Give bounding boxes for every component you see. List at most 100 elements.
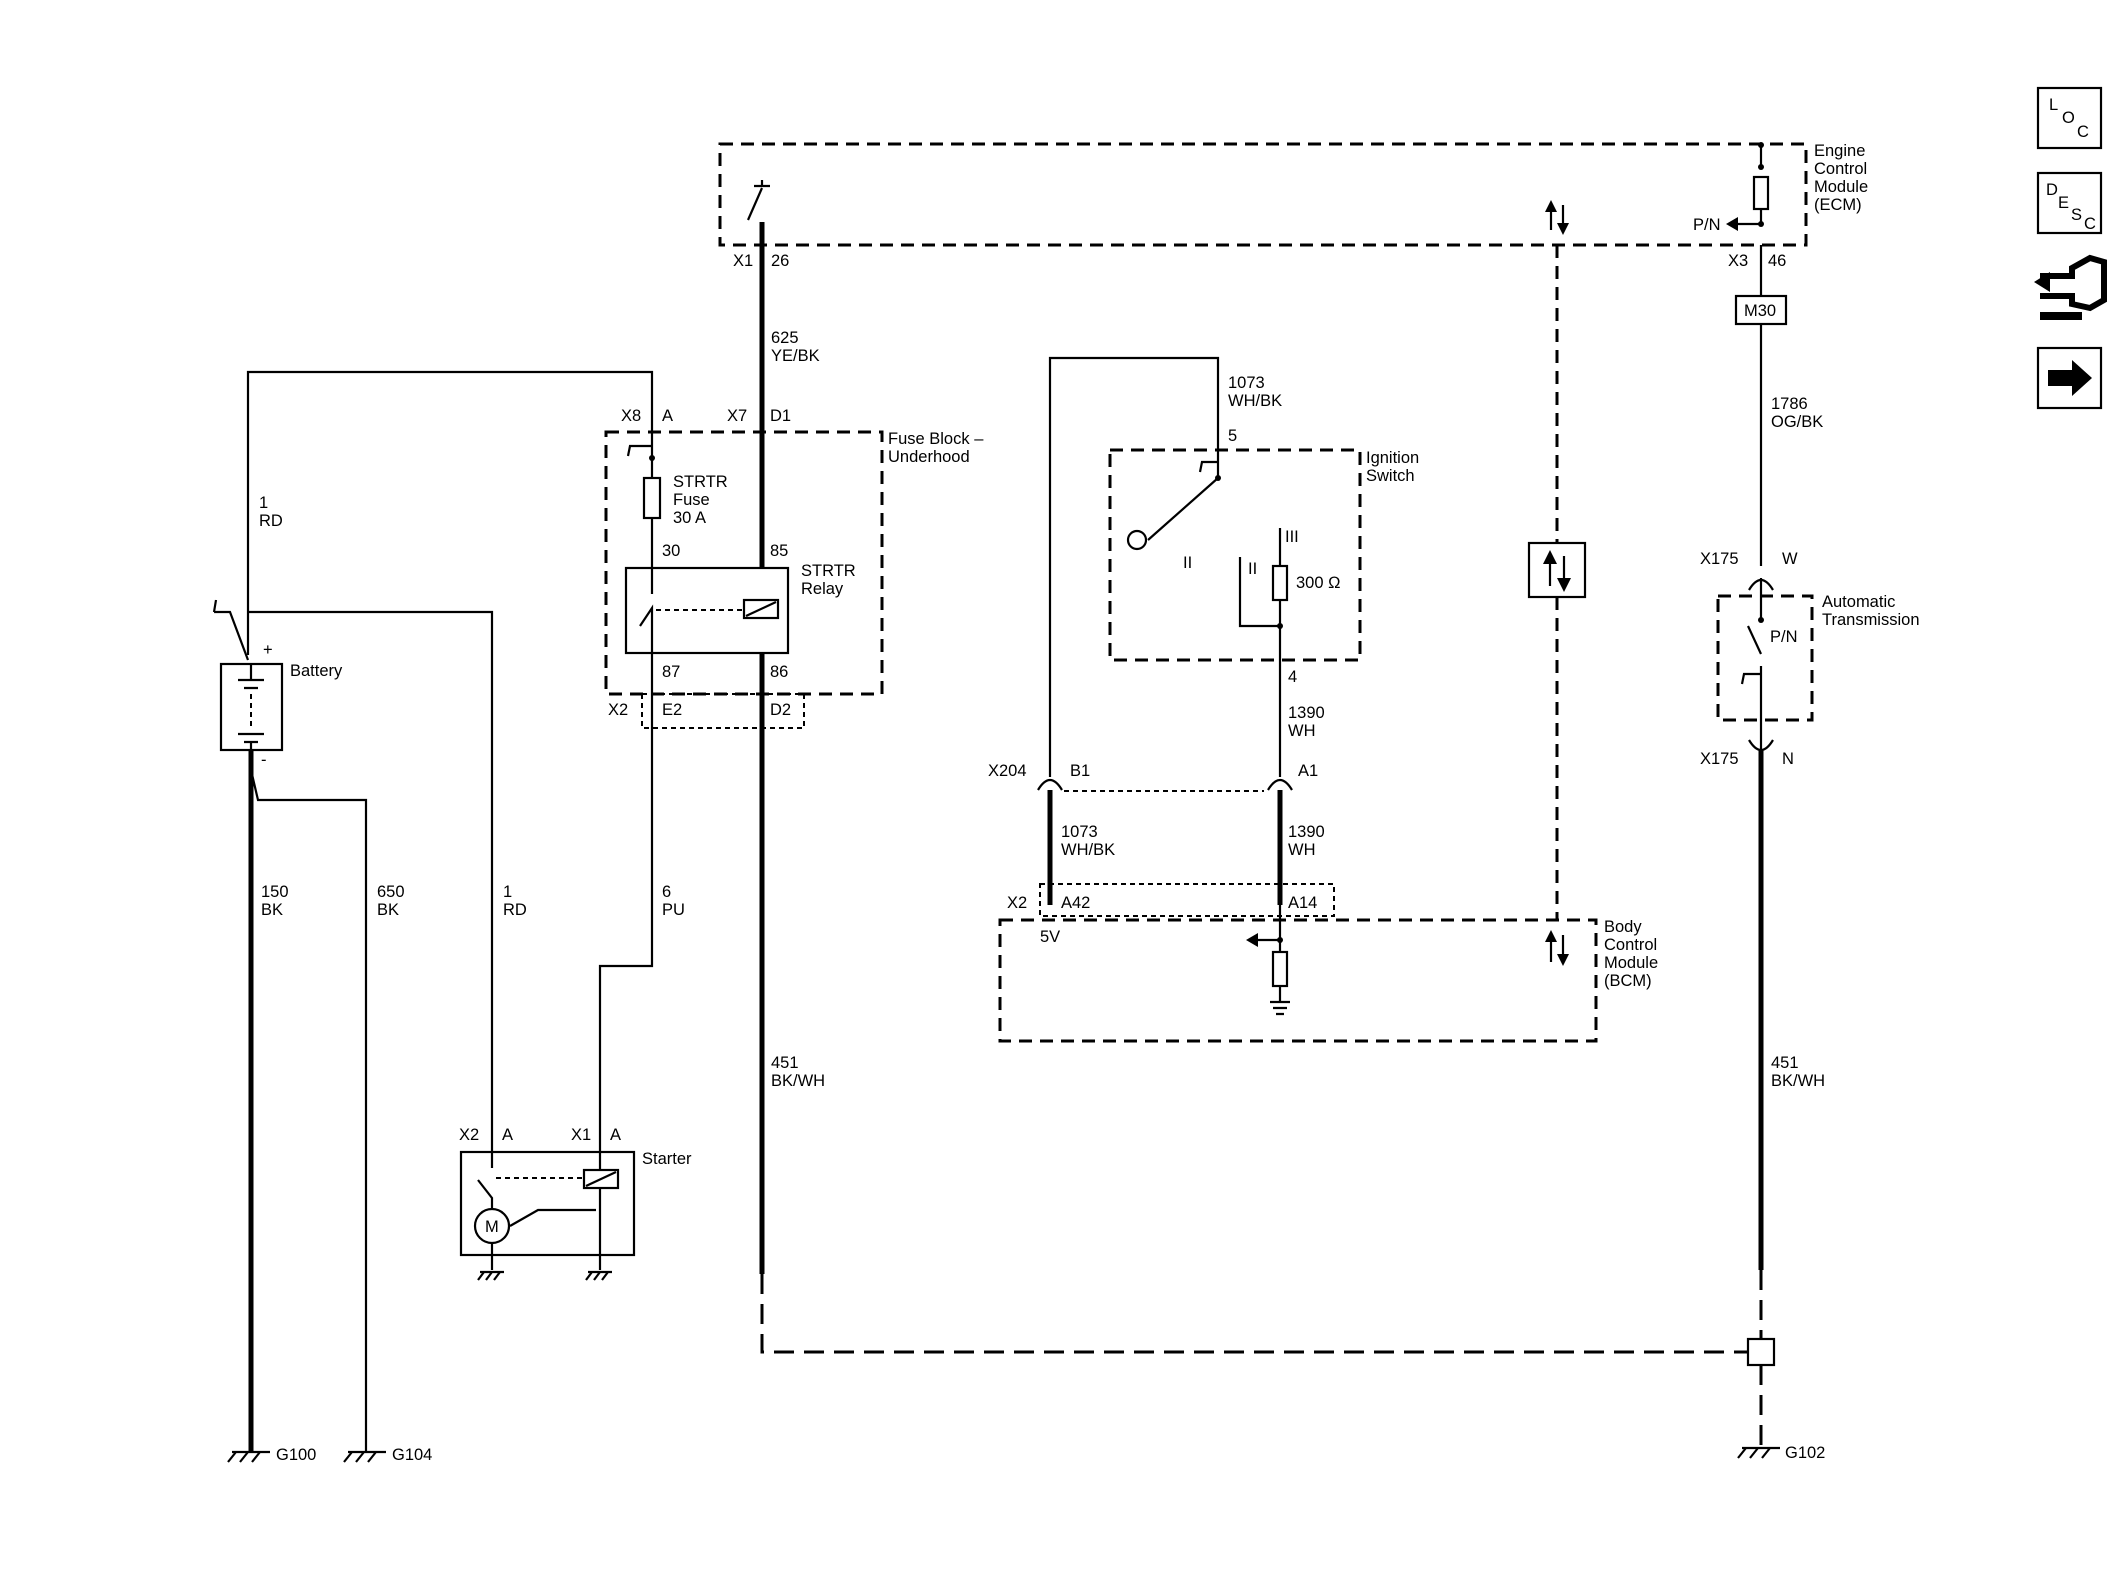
battery-positive-label: + — [263, 641, 273, 659]
fuse-block-x2: X2 — [608, 701, 628, 719]
wire-1786-color: OG/BK — [1771, 413, 1823, 431]
wire-1073-top-color: WH/BK — [1228, 392, 1282, 410]
next-page-arrow-icon — [2048, 360, 2092, 396]
fuse-block-label-line2: Underhood — [888, 448, 970, 466]
wire-451-left-color: BK/WH — [771, 1072, 825, 1090]
x175-bottom-label: X175 — [1700, 750, 1739, 768]
wire-1073-top-number: 1073 — [1228, 374, 1265, 392]
loc-button[interactable]: L O C — [2036, 86, 2103, 150]
starter-motor-label: M — [485, 1218, 499, 1236]
bcm-label-line1: Body — [1604, 918, 1642, 936]
ground-splice-link — [760, 1274, 1748, 1354]
ground-g104: G104 — [392, 1446, 432, 1464]
ecm-label-line1: Engine — [1814, 142, 1865, 160]
next-page-button[interactable] — [2036, 346, 2103, 410]
fuse-pin-30: 30 — [662, 542, 680, 560]
ignition-pin-5: 5 — [1228, 427, 1237, 445]
fuse-block-connector-x2 — [641, 693, 805, 729]
wire-650-color: BK — [377, 901, 399, 919]
wire-1073-top — [1048, 356, 1220, 777]
bcm-label-line2: Control — [1604, 936, 1657, 954]
ground-g100: G100 — [276, 1446, 316, 1464]
wire-1786-number: 1786 — [1771, 395, 1808, 413]
wire-6-number: 6 — [662, 883, 671, 901]
ignition-resistor-value: 300 Ω — [1296, 574, 1340, 592]
ignition-switch-pivot — [1126, 529, 1148, 551]
x204-label: X204 — [988, 762, 1027, 780]
wire-1390-bottom-color: WH — [1288, 841, 1316, 859]
wire-6-pu — [598, 653, 654, 1142]
loc-letter-o: O — [2062, 109, 2075, 127]
wire-650-bk — [249, 769, 368, 1452]
ecm-module: Engine Control Module (ECM) P/N — [718, 142, 1868, 247]
bcm-module: Body Control Module (BCM) 5V — [998, 905, 1658, 1043]
wire-1390-bottom-number: 1390 — [1288, 823, 1325, 841]
battery: + - Battery — [212, 599, 494, 1142]
ecm-internal-switch — [746, 180, 770, 221]
ecm-pin-26: 26 — [771, 252, 789, 270]
desc-letter-s: S — [2071, 206, 2082, 224]
x204-pin-b1: B1 — [1070, 762, 1090, 780]
loc-letter-c: C — [2077, 123, 2089, 141]
strtr-fuse-label-line2: Fuse — [673, 491, 710, 509]
ground-icon — [477, 1270, 504, 1281]
desc-button[interactable]: D E S C — [2036, 171, 2103, 235]
fuse-block-x8: X8 — [621, 407, 641, 425]
ground-icon — [1737, 1446, 1780, 1459]
ground-g102: G102 — [1785, 1444, 1825, 1462]
auto-trans-label-line2: Transmission — [1822, 611, 1920, 629]
fuse-block-pin-d2: D2 — [770, 701, 791, 719]
m30-inline-connector — [1734, 294, 1788, 326]
trans-pn-switch-label: P/N — [1770, 628, 1798, 646]
starter-x2: X2 — [459, 1126, 479, 1144]
wire-1-starter-number: 1 — [503, 883, 512, 901]
ground-splice — [1746, 1337, 1776, 1367]
ground-icon — [1270, 1000, 1290, 1016]
wire-1073-bottom-number: 1073 — [1061, 823, 1098, 841]
starter-x1-pin-a: A — [610, 1126, 621, 1144]
strtr-relay-label-line2: Relay — [801, 580, 844, 598]
strtr-fuse-label-line3: 30 A — [673, 509, 706, 527]
m30-label: M30 — [1744, 302, 1776, 320]
wire-1390-top-color: WH — [1288, 722, 1316, 740]
bcm-connector-x2 — [1039, 883, 1335, 917]
ignition-pin-4: 4 — [1288, 668, 1297, 686]
ground-icon — [585, 1270, 612, 1281]
wire-1-top-number: 1 — [259, 494, 268, 512]
ground-icon — [227, 1450, 270, 1463]
wire-625-number: 625 — [771, 329, 799, 347]
wire-1-top-color: RD — [259, 512, 283, 530]
x175-pin-n: N — [1782, 750, 1794, 768]
ecm-pin-46: 46 — [1768, 252, 1786, 270]
bcm-5v-label: 5V — [1040, 928, 1060, 946]
bcm-pulldown-resistor — [1271, 950, 1289, 988]
bcm-label-line3: Module — [1604, 954, 1658, 972]
wire-451-left-number: 451 — [771, 1054, 799, 1072]
relay-pin-87: 87 — [662, 663, 680, 681]
wire-451-right-number: 451 — [1771, 1054, 1799, 1072]
ground-icon — [343, 1450, 386, 1463]
bcm-pin-a42: A42 — [1061, 894, 1090, 912]
strtr-relay-label-line1: STRTR — [801, 562, 856, 580]
wire-1-rd-battery-feed — [246, 370, 654, 655]
ignition-resistor — [1271, 564, 1289, 602]
ecm-pn-label: P/N — [1693, 216, 1721, 234]
wire-1390-top-number: 1390 — [1288, 704, 1325, 722]
ignition-switch-label-line2: Switch — [1366, 467, 1415, 485]
wire-1073-bottom-color: WH/BK — [1061, 841, 1115, 859]
ignition-position-iii: III — [1285, 528, 1299, 546]
ecm-label-line4: (ECM) — [1814, 196, 1862, 214]
wire-1-starter-color: RD — [503, 901, 527, 919]
fuse-block-underhood: Fuse Block – Underhood STRTR Fuse 30 A 3… — [604, 430, 984, 696]
battery-label: Battery — [290, 662, 343, 680]
connector-end-view-icon[interactable] — [2034, 254, 2107, 320]
fuse-block-x7: X7 — [727, 407, 747, 425]
ecm-label-line3: Module — [1814, 178, 1868, 196]
starter: M Starter — [459, 1142, 692, 1270]
strtr-relay: STRTR Relay — [624, 562, 856, 655]
x204-pin-a1: A1 — [1298, 762, 1318, 780]
wire-451-right-color: BK/WH — [1771, 1072, 1825, 1090]
bcm-label-line4: (BCM) — [1604, 972, 1652, 990]
loc-letter-l: L — [2049, 96, 2058, 114]
fuse-block-x8-pin-a: A — [662, 407, 673, 425]
